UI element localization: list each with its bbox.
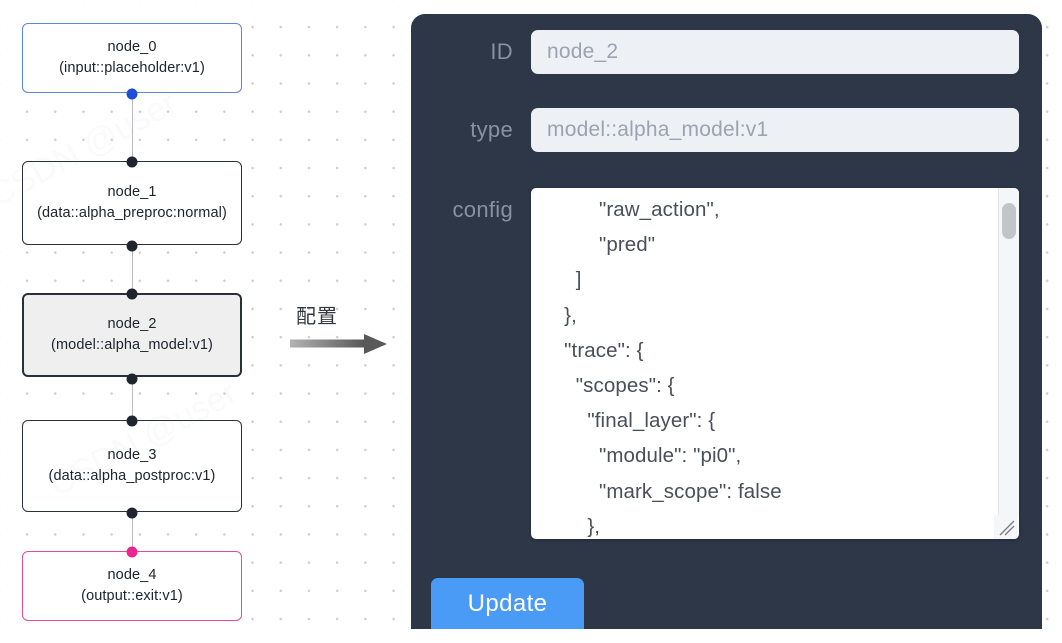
graph-node-node_1[interactable]: node_1 (data::alpha_preproc:normal)	[22, 156, 242, 252]
update-button[interactable]: Update	[431, 578, 584, 629]
config-scrollbar-thumb[interactable]	[1002, 203, 1016, 239]
node-title: node_4	[107, 567, 157, 583]
edge-0-1	[131, 88, 134, 162]
node-subtitle: (input::placeholder:v1)	[59, 60, 205, 76]
graph-node-node_4[interactable]: node_4 (output::exit:v1)	[22, 546, 242, 621]
node-title: node_2	[107, 316, 157, 332]
node-subtitle: (data::alpha_postproc:v1)	[48, 468, 216, 484]
edge-1-2	[131, 244, 134, 294]
node-subtitle: (data::alpha_preproc:normal)	[37, 205, 227, 221]
edge-3-4	[131, 511, 134, 551]
graph-node-node_3[interactable]: node_3 (data::alpha_postproc:v1)	[22, 415, 242, 519]
node-handle-source[interactable]	[126, 88, 138, 100]
node-title: node_3	[107, 447, 157, 463]
field-row-config: config	[411, 188, 1019, 539]
id-input[interactable]	[531, 30, 1019, 74]
config-textarea-wrap	[531, 188, 1019, 539]
field-label-id: ID	[490, 39, 513, 64]
node-title: node_0	[107, 39, 157, 55]
config-panel: ID type config Update	[411, 14, 1042, 629]
graph-canvas[interactable]: CSDN @user CSDN @user node_0 (input::pla…	[0, 0, 400, 643]
field-row-id: ID	[411, 30, 1019, 74]
resize-grip-icon[interactable]	[994, 515, 1018, 539]
graph-node-node_2[interactable]: node_2 (model::alpha_model:v1)	[22, 288, 242, 385]
node-handle-target[interactable]	[126, 288, 138, 300]
graph-node-node_0[interactable]: node_0 (input::placeholder:v1)	[22, 23, 242, 100]
node-subtitle: (model::alpha_model:v1)	[51, 337, 213, 353]
flow-label: 配置	[296, 304, 338, 328]
node-subtitle: (output::exit:v1)	[81, 588, 183, 604]
arrow-right-icon	[290, 334, 387, 354]
node-handle-source[interactable]	[126, 507, 138, 519]
field-label-config: config	[452, 197, 513, 222]
edge-2-3	[131, 376, 134, 420]
config-scrollbar[interactable]	[998, 188, 1019, 515]
field-row-type: type	[411, 108, 1019, 152]
node-handle-target[interactable]	[126, 156, 138, 168]
field-label-type: type	[470, 117, 513, 142]
node-title: node_1	[107, 184, 157, 200]
node-handle-source[interactable]	[126, 373, 138, 385]
node-handle-source[interactable]	[126, 240, 138, 252]
node-handle-target[interactable]	[126, 415, 138, 427]
type-input[interactable]	[531, 108, 1019, 152]
node-handle-target[interactable]	[126, 546, 138, 558]
config-textarea[interactable]	[531, 188, 999, 539]
